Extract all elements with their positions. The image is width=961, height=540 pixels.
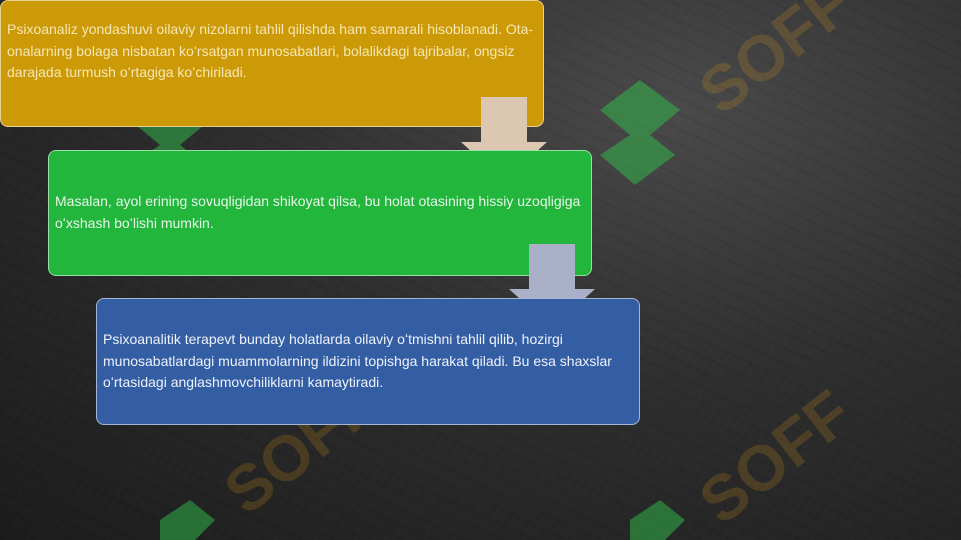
process-step-3-text: Psixoanalitik terapevt bunday holatlarda… — [103, 330, 612, 391]
process-step-1-text: Psixoanaliz yondashuvi oilaviy nizolarni… — [7, 21, 534, 81]
process-step-3: Psixoanalitik terapevt bunday holatlarda… — [96, 298, 640, 425]
process-step-2-text: Masalan, ayol erining sovuqligidan shiko… — [55, 193, 581, 231]
process-step-2: Masalan, ayol erining sovuqligidan shiko… — [48, 150, 592, 276]
process-step-1: Psixoanaliz yondashuvi oilaviy nizolarni… — [0, 0, 544, 127]
